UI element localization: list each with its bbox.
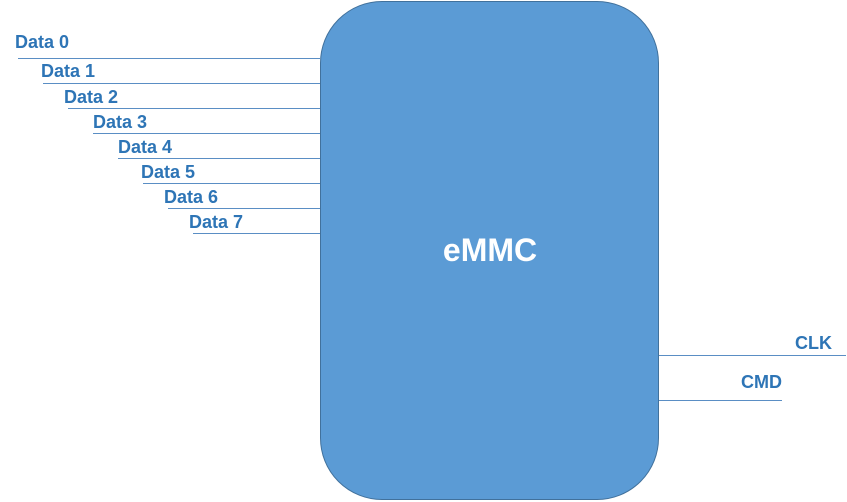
pin-line-data-1 <box>43 83 320 84</box>
pin-line-data-6 <box>168 208 320 209</box>
pin-label-data-1: Data 1 <box>41 61 96 81</box>
pin-label-data-4: Data 4 <box>118 137 173 157</box>
pin-label-data-6: Data 6 <box>164 187 219 207</box>
pin-line-cmd <box>659 400 782 401</box>
pin-label-data-3: Data 3 <box>93 112 148 132</box>
pin-line-data-0 <box>18 58 320 59</box>
pin-label-data-7: Data 7 <box>189 212 244 232</box>
pin-label-data-5: Data 5 <box>141 162 196 182</box>
pin-line-data-2 <box>68 108 320 109</box>
emmc-chip-body <box>320 1 659 500</box>
pin-label-clk: CLK <box>795 333 832 353</box>
pin-line-data-4 <box>118 158 320 159</box>
pin-line-data-5 <box>143 183 320 184</box>
pin-line-data-3 <box>93 133 320 134</box>
pin-label-data-2: Data 2 <box>64 87 119 107</box>
pin-line-data-7 <box>193 233 320 234</box>
pin-label-cmd: CMD <box>741 372 782 392</box>
emmc-chip-label: eMMC <box>442 232 538 268</box>
pin-line-clk <box>659 355 846 356</box>
pin-label-data-0: Data 0 <box>15 32 70 52</box>
